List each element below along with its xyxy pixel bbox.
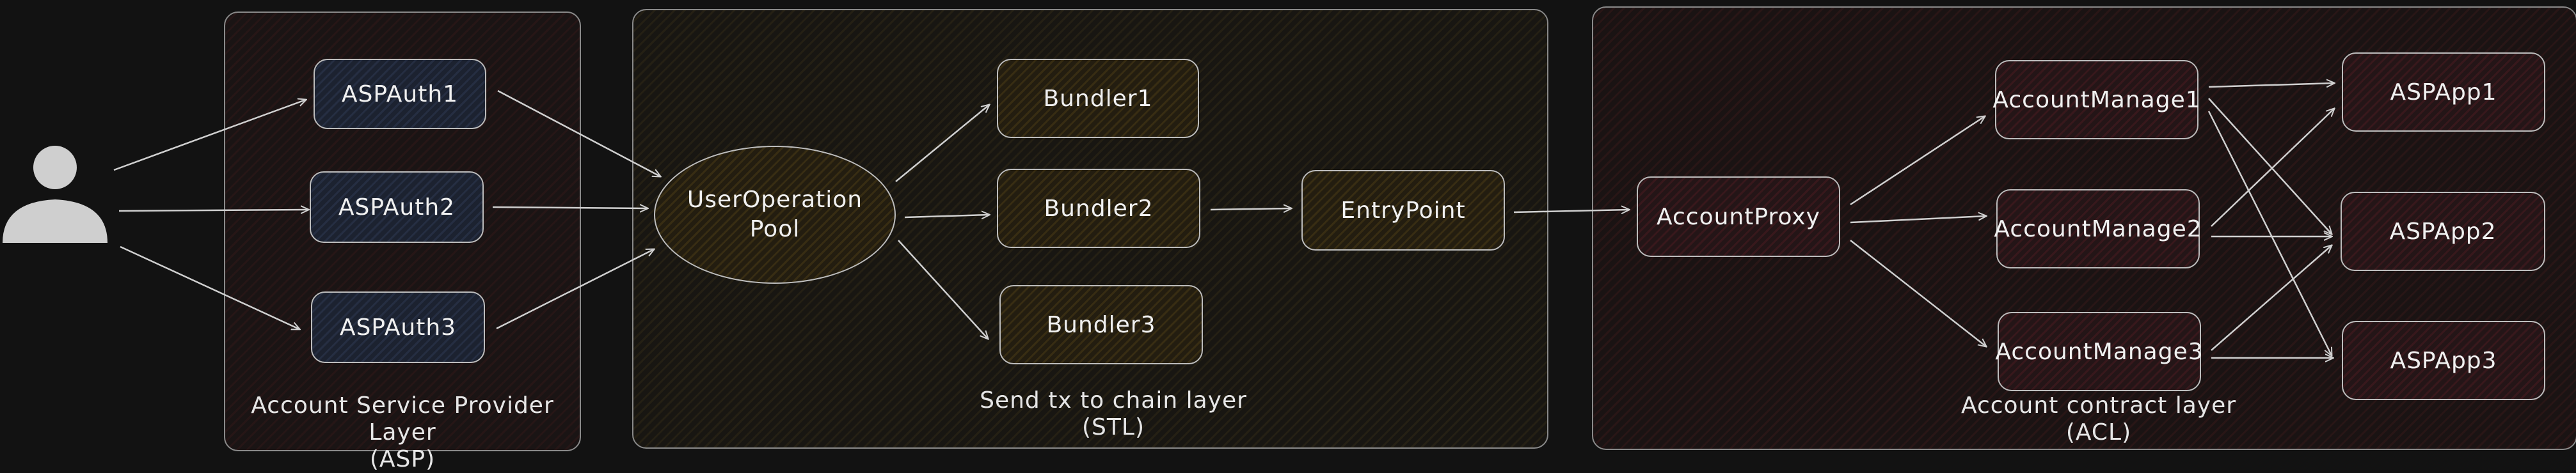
account-manage-3-node[interactable]: AccountManage3: [1995, 312, 2204, 391]
acl-layer-caption-line1: Account contract layer: [1960, 392, 2237, 419]
diagram-canvas: ASPAuth1 ASPAuth2 ASPAuth3 Account Servi…: [3, 6, 2576, 472]
account-manage-1-label: AccountManage1: [1992, 86, 2201, 113]
account-manage-2-node[interactable]: AccountManage2: [1994, 189, 2202, 268]
userop-pool-label-line1: UserOperation: [687, 187, 863, 213]
asp-auth-2-node[interactable]: ASPAuth2: [310, 171, 484, 243]
entry-point-label: EntryPoint: [1340, 197, 1466, 224]
stl-layer-caption: Send tx to chain layer (STL): [941, 387, 1286, 441]
asp-layer-caption: Account Service Provider Layer (ASP): [224, 392, 581, 473]
asp-app-1-node[interactable]: ASPApp1: [2342, 52, 2545, 132]
userop-pool-label-line2: Pool: [749, 216, 800, 242]
asp-app-2-label: ASPApp2: [2389, 218, 2497, 245]
asp-app-3-label: ASPApp3: [2390, 347, 2497, 374]
entry-point-node[interactable]: EntryPoint: [1301, 170, 1505, 251]
bundler-3-label: Bundler3: [1046, 311, 1156, 338]
asp-auth-2-label: ASPAuth2: [338, 194, 456, 221]
acl-layer-caption: Account contract layer (ACL): [1926, 392, 2271, 446]
user-icon: [3, 146, 107, 243]
asp-app-1-label: ASPApp1: [2390, 79, 2497, 105]
asp-auth-1-node[interactable]: ASPAuth1: [314, 59, 486, 129]
stl-layer-caption-line2: (STL): [1082, 414, 1145, 440]
asp-layer-caption-line1: Account Service Provider Layer: [251, 392, 554, 446]
account-manage-2-label: AccountManage2: [1994, 215, 2202, 242]
asp-auth-3-label: ASPAuth3: [339, 314, 457, 341]
asp-layer-caption-line2: (ASP): [369, 446, 436, 472]
bundler-1-node[interactable]: Bundler1: [997, 59, 1199, 138]
account-proxy-node[interactable]: AccountProxy: [1637, 176, 1840, 257]
stl-layer-caption-line1: Send tx to chain layer: [980, 387, 1247, 414]
bundler-2-node[interactable]: Bundler2: [997, 169, 1200, 248]
asp-auth-3-node[interactable]: ASPAuth3: [311, 291, 485, 363]
asp-app-3-node[interactable]: ASPApp3: [2342, 321, 2545, 400]
bundler-3-node[interactable]: Bundler3: [999, 285, 1203, 364]
asp-auth-1-label: ASPAuth1: [341, 81, 459, 107]
bundler-2-label: Bundler2: [1044, 195, 1154, 222]
bundler-1-label: Bundler1: [1043, 85, 1153, 112]
account-manage-3-label: AccountManage3: [1995, 338, 2204, 365]
acl-layer-caption-line2: (ACL): [2065, 419, 2132, 446]
asp-app-2-node[interactable]: ASPApp2: [2341, 192, 2545, 271]
account-manage-1-node[interactable]: AccountManage1: [1992, 60, 2201, 139]
account-proxy-label: AccountProxy: [1657, 203, 1820, 230]
userop-pool-node[interactable]: UserOperation Pool: [654, 146, 896, 284]
